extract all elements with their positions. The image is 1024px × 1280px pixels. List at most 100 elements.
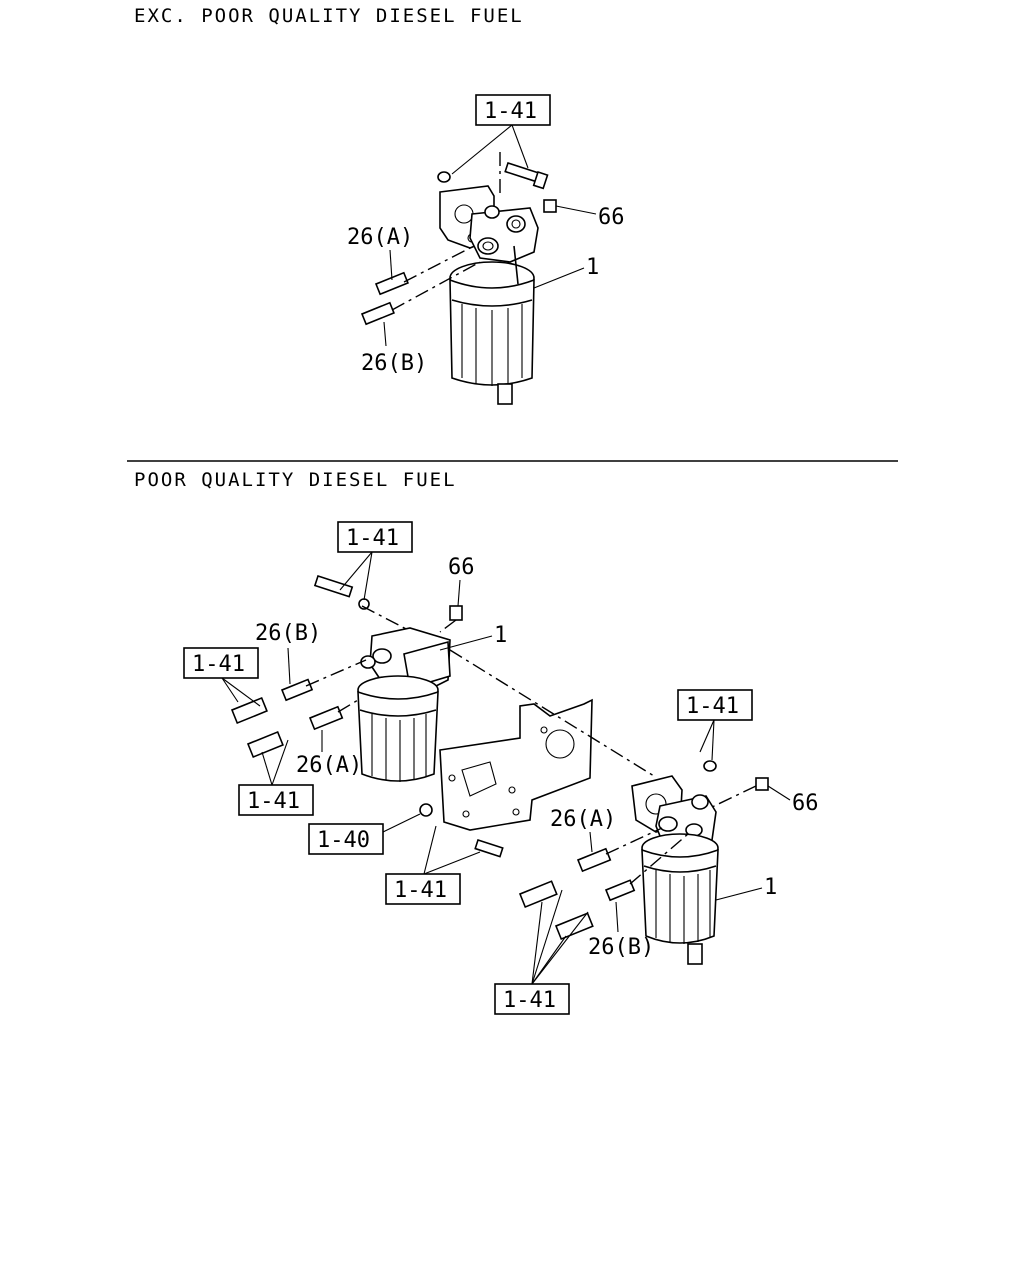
callout-label-1-41-c: 1-41	[247, 789, 300, 814]
leader-line	[615, 901, 619, 933]
connector-26a	[308, 705, 344, 731]
leader-line	[439, 635, 493, 651]
leader-line	[715, 887, 763, 901]
washer-part	[703, 760, 717, 772]
callout-box-1-41-e	[385, 873, 461, 905]
center-line	[709, 785, 757, 809]
label-66-right: 66	[792, 791, 819, 816]
bracket-cutout	[461, 761, 497, 797]
filter-head	[469, 205, 539, 263]
filter-bowl-band	[643, 865, 717, 873]
leader-line	[767, 785, 791, 801]
filter-head-port	[372, 648, 392, 664]
leader-line	[383, 321, 387, 347]
label-26b-right: 26(B)	[588, 935, 654, 960]
callout-label-1-41-b: 1-41	[192, 652, 245, 677]
filter-head-port	[691, 794, 709, 810]
leader-line	[339, 551, 373, 591]
hose-part	[246, 730, 284, 759]
leader-line	[451, 124, 513, 175]
leader-line	[555, 205, 597, 215]
leader-line	[423, 851, 481, 875]
leader-line	[423, 825, 437, 875]
label-26a-top: 26(A)	[347, 225, 413, 250]
callout-box-1-40	[308, 823, 384, 855]
callout-box-1-41-d	[677, 689, 753, 721]
callout-label-1-41-e: 1-41	[394, 878, 447, 903]
bolt-part	[474, 838, 504, 858]
center-line	[305, 659, 367, 687]
leader-line	[511, 124, 529, 169]
hose-part	[554, 912, 594, 941]
connector-26b	[604, 879, 636, 902]
callout-box-1-41-f	[494, 983, 570, 1015]
center-line	[629, 833, 689, 885]
bolt-part	[313, 574, 354, 598]
plug-part-66	[543, 199, 557, 213]
leader-line	[389, 249, 393, 281]
callout-label-1-41-f: 1-41	[503, 988, 556, 1013]
leader-line	[531, 889, 563, 985]
leader-line	[287, 647, 291, 685]
callout-label-1-41-a: 1-41	[346, 526, 399, 551]
leader-line	[382, 813, 421, 833]
filter-head-port	[658, 816, 678, 832]
top-assembly: 1-41	[347, 94, 625, 405]
leader-line	[711, 719, 715, 761]
bracket-hole	[462, 810, 470, 818]
leader-line	[271, 739, 289, 786]
label-26a-left: 26(A)	[296, 753, 362, 778]
leader-line	[221, 677, 239, 703]
section-title-poor-quality: POOR QUALITY DIESEL FUEL	[134, 469, 457, 491]
leader-line	[589, 831, 593, 853]
center-line	[605, 827, 663, 855]
callout-box-1-41-b	[183, 647, 259, 679]
center-line	[449, 649, 655, 777]
filter-bowl	[449, 245, 535, 405]
bracket-hole	[512, 808, 520, 816]
bracket-hole	[540, 726, 548, 734]
connector-26b	[280, 678, 314, 702]
bracket-hole	[508, 786, 516, 794]
leader-line	[261, 751, 273, 786]
label-66-top: 66	[598, 205, 625, 230]
bracket-hole	[448, 774, 456, 782]
callout-box-1-41-top	[475, 94, 551, 126]
leader-line	[457, 579, 461, 607]
callout-box-1-41-c	[238, 784, 314, 816]
hose-part	[518, 880, 558, 909]
callout-label-1-41-d: 1-41	[686, 694, 739, 719]
callout-label-1-40: 1-40	[317, 828, 370, 853]
plug-part-66	[755, 777, 769, 791]
leader-line	[699, 719, 715, 753]
center-bracket	[439, 698, 593, 831]
bottom-assembly: 1-41 66 26(B) 1 1-41 26(A) 1-41 1-41 66 …	[183, 521, 819, 1015]
right-filter-unit	[518, 760, 769, 965]
drain-plug	[687, 943, 703, 965]
center-line	[337, 699, 359, 713]
leader-line	[363, 551, 373, 601]
label-26b-top: 26(B)	[361, 351, 427, 376]
section-title-exc-poor-quality: EXC. POOR QUALITY DIESEL FUEL	[134, 5, 524, 27]
leader-line	[533, 267, 585, 289]
label-1-top: 1	[586, 255, 599, 280]
filter-bowl	[641, 848, 719, 944]
plug-part-66	[449, 605, 463, 621]
label-1-left: 1	[494, 623, 507, 648]
center-line	[439, 619, 457, 633]
left-filter-unit	[230, 574, 463, 782]
connector-26a	[576, 847, 612, 873]
bolt-part	[504, 161, 549, 190]
connector-26a	[374, 247, 471, 296]
label-26a-right: 26(A)	[550, 807, 616, 832]
label-1-right: 1	[764, 875, 777, 900]
washer-part-1-40	[419, 803, 433, 817]
bracket-hole	[545, 729, 575, 759]
washer-part	[437, 171, 451, 183]
leader-line	[531, 911, 589, 985]
filter-bowl-band	[359, 709, 437, 717]
leader-line	[221, 677, 261, 707]
label-26b-left: 26(B)	[255, 621, 321, 646]
center-line	[361, 605, 413, 633]
